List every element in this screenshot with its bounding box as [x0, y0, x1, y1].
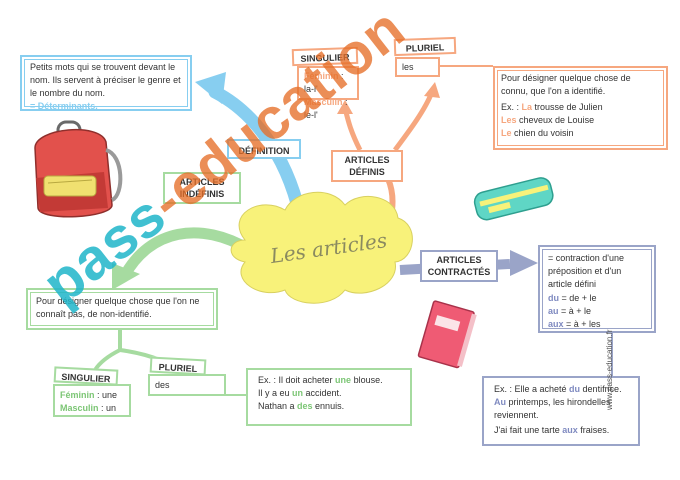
contractes-label-line1: ARTICLES — [436, 255, 482, 265]
definis-singulier-box: Féminin : la-l' Masculin : le-l' — [297, 66, 359, 120]
definis-pluriel-value: les — [402, 62, 414, 72]
indefinis-singulier-box: Féminin : une Masculin : un — [53, 384, 131, 417]
pluriel-arrow-head — [424, 82, 440, 98]
pencil-case-icon — [473, 177, 554, 221]
contractes-example-1: Au printemps, les hirondelles reviennent… — [494, 397, 611, 421]
definis-example-0: Ex. : La trousse de Julien — [501, 102, 603, 113]
indefinis-label-line1: ARTICLES — [179, 177, 225, 187]
definition-arrow-head — [195, 72, 226, 104]
indefinis-arrow-head — [112, 263, 140, 290]
indefinis-label: ARTICLES INDÉFINIS — [163, 172, 241, 204]
indefinis-arrow — [119, 227, 256, 281]
definition-label: DÉFINITION — [227, 139, 301, 159]
definis-label: ARTICLES DÉFINIS — [331, 150, 403, 182]
contractes-example-0: Ex. : Elle a acheté du dentifrice. — [494, 384, 622, 394]
indefinis-example-2: Nathan a des ennuis. — [258, 401, 345, 412]
contractes-rule-2: aux = à + les — [548, 319, 601, 330]
notebook-icon — [417, 300, 477, 369]
definis-masculin-value: : le-l' — [304, 97, 348, 121]
backpack-icon — [34, 120, 123, 218]
singulier-arrow-head — [337, 100, 353, 114]
indefinis-masculin: Masculin — [60, 403, 99, 414]
contractes-label: ARTICLES CONTRACTÉS — [420, 250, 498, 282]
indefinis-masculin-value: : un — [98, 403, 117, 414]
definis-usage-box: Pour désigner quelque chose de connu, qu… — [493, 66, 668, 150]
contractes-definition-box: = contraction d'une préposition et d'un … — [538, 245, 656, 333]
pluriel-arrow — [392, 91, 435, 152]
indefinis-usage-box: Pour désigner quelque chose que l'on ne … — [26, 288, 218, 330]
indefinis-label-line2: INDÉFINIS — [179, 188, 225, 199]
watermark-side: www.pass-education.fr — [605, 329, 614, 410]
contractes-rule-1: au = à + le — [548, 306, 592, 317]
indefinis-pluriel-box: des — [148, 374, 226, 396]
indefinis-pluriel-value: des — [155, 380, 170, 390]
indefinis-example-1: Il y a eu un accident. — [258, 388, 342, 399]
indefinis-feminin-value: : une — [94, 390, 118, 400]
indefinis-feminin: Féminin — [60, 390, 95, 400]
definition-text: Petits mots qui se trouvent devant le no… — [30, 62, 181, 99]
definis-feminin-value: : la-l' — [304, 71, 344, 95]
definis-label-line2: DÉFINIS — [349, 166, 385, 177]
indefinis-examples-box: Ex. : Il doit acheter une blouse. Il y a… — [246, 368, 412, 426]
contractes-example-2: J'ai fait une tarte aux fraises. — [494, 425, 610, 436]
definis-example-1: Les cheveux de Louise — [501, 115, 595, 126]
definis-pluriel-box: les — [395, 57, 440, 77]
definis-usage: Pour désigner quelque chose de connu, qu… — [501, 73, 631, 97]
contractes-arrow-head — [510, 250, 538, 276]
contractes-definition: = contraction d'une préposition et d'un … — [548, 253, 625, 290]
indefinis-example-0: Ex. : Il doit acheter une blouse. — [258, 375, 383, 385]
definition-arrow — [208, 85, 307, 222]
indefinis-usage: Pour désigner quelque chose que l'on ne … — [36, 296, 200, 320]
definis-example-2: Le chien du voisin — [501, 128, 574, 139]
contractes-examples-box: Ex. : Elle a acheté du dentifrice. Au pr… — [482, 376, 640, 446]
contractes-label-line2: CONTRACTÉS — [427, 266, 491, 277]
definition-highlight: = Déterminants. — [30, 101, 98, 112]
definis-label-line1: ARTICLES — [344, 155, 390, 165]
definition-box: Petits mots qui se trouvent devant le no… — [20, 55, 192, 111]
definis-feminin: Féminin — [304, 71, 339, 81]
definis-masculin: Masculin — [304, 97, 343, 108]
contractes-rule-0: du = de + le — [548, 293, 597, 304]
